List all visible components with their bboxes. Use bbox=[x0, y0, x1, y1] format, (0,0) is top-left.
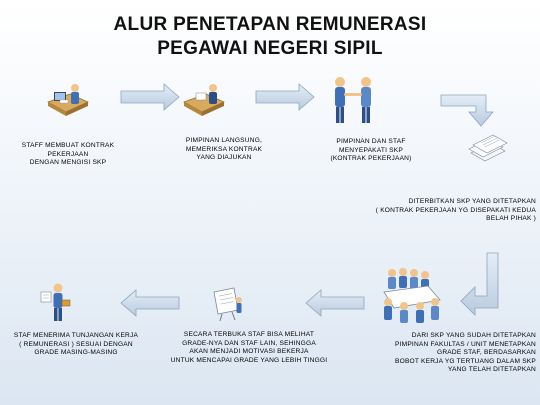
arrow-right-2 bbox=[255, 83, 315, 111]
handshake-icon bbox=[335, 77, 371, 123]
presentation-board-icon bbox=[213, 287, 242, 322]
step-6-label: SECARA TERBUKA STAF BISA MELIHAT GRADE-N… bbox=[170, 331, 328, 364]
person-at-desk-icon bbox=[47, 84, 89, 116]
arrow-left-1 bbox=[305, 289, 365, 317]
step-7-label: STAF MENERIMA TUNJANGAN KERJA ( REMUNERA… bbox=[13, 332, 139, 357]
arrow-right-1 bbox=[120, 83, 180, 111]
step-1-label: STAFF MEMBUAT KONTRAK PEKERJAAN DENGAN M… bbox=[21, 142, 115, 167]
diagram-title-line2: PEGAWAI NEGERI SIPIL bbox=[157, 38, 383, 59]
arrow-bent-left bbox=[460, 252, 499, 316]
documents-icon bbox=[468, 134, 508, 162]
person-with-money-icon bbox=[40, 283, 71, 321]
arrow-left-2 bbox=[120, 289, 180, 317]
person-at-desk-icon bbox=[183, 84, 225, 116]
step-2-label: PIMPINAN LANGSUNG, MEMERIKSA KONTRAK YAN… bbox=[185, 137, 263, 162]
arrow-bent-down-1 bbox=[440, 94, 494, 127]
step-5-label: DARI SKP YANG SUDAH DITETAPKAN PIMPINAN … bbox=[395, 332, 536, 374]
step-4-label: DITERBITKAN SKP YANG DITETAPKAN ( KONTRA… bbox=[375, 198, 536, 223]
meeting-icon bbox=[383, 268, 441, 323]
step-3-label: PIMPINAN DAN STAF MENYEPAKATI SKP (KONTR… bbox=[330, 138, 412, 163]
diagram-title-line1: ALUR PENETAPAN REMUNERASI bbox=[113, 14, 427, 35]
